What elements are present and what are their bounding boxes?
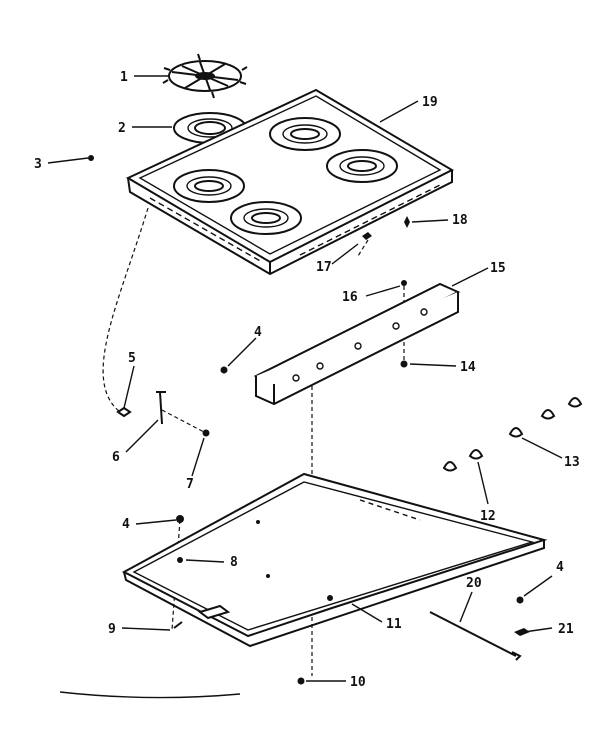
burner-well-front-left bbox=[173, 169, 245, 203]
part-label-4-lower: 4 bbox=[122, 517, 130, 532]
cooktop-main-top bbox=[125, 88, 455, 276]
part-label-15: 15 bbox=[490, 261, 506, 276]
part-label-9: 9 bbox=[108, 622, 116, 637]
page-edge-line bbox=[59, 691, 241, 699]
manifold-bar bbox=[253, 282, 461, 406]
part-label-12: 12 bbox=[480, 509, 496, 524]
part-label-1: 1 bbox=[120, 70, 128, 85]
screw-16 bbox=[401, 280, 407, 286]
clip-9 bbox=[173, 621, 183, 629]
part-label-18: 18 bbox=[452, 213, 468, 228]
part-label-7: 7 bbox=[186, 477, 194, 492]
part-label-4-upper: 4 bbox=[254, 325, 262, 340]
clip-5 bbox=[116, 406, 132, 418]
screw-3 bbox=[88, 155, 94, 161]
bracket-21 bbox=[514, 628, 530, 636]
part-label-6: 6 bbox=[112, 450, 120, 465]
screw-14 bbox=[400, 360, 408, 368]
bracket-6 bbox=[156, 391, 166, 425]
part-label-10: 10 bbox=[350, 675, 366, 690]
part-label-21: 21 bbox=[558, 622, 574, 637]
control-knobs bbox=[442, 397, 583, 472]
part-label-17: 17 bbox=[316, 260, 332, 275]
part-label-3: 3 bbox=[34, 157, 42, 172]
screw-8 bbox=[177, 557, 183, 563]
screw-7 bbox=[202, 429, 210, 437]
burner-box-tray bbox=[121, 472, 548, 648]
part-label-11: 11 bbox=[386, 617, 402, 632]
clip-18 bbox=[404, 216, 410, 228]
screw-4-right bbox=[516, 596, 524, 604]
part-label-2: 2 bbox=[118, 121, 126, 136]
part-label-19: 19 bbox=[422, 95, 438, 110]
part-label-8: 8 bbox=[230, 555, 238, 570]
burner-well-back-left bbox=[269, 117, 341, 151]
leader-lines bbox=[47, 75, 563, 682]
rod-20 bbox=[429, 611, 517, 657]
part-label-13: 13 bbox=[564, 455, 580, 470]
part-label-4-right: 4 bbox=[556, 560, 564, 575]
part-label-14: 14 bbox=[460, 360, 476, 375]
clip-17 bbox=[362, 232, 372, 240]
burner-grate bbox=[162, 53, 248, 99]
burner-well-front-right bbox=[230, 201, 302, 235]
burner-well-back-right bbox=[326, 149, 398, 183]
screw-4-lower bbox=[176, 515, 184, 523]
part-label-5: 5 bbox=[128, 351, 136, 366]
part-label-20: 20 bbox=[466, 576, 482, 591]
screw-4-upper bbox=[220, 366, 228, 374]
part-label-16: 16 bbox=[342, 290, 358, 305]
screw-10 bbox=[297, 677, 305, 685]
